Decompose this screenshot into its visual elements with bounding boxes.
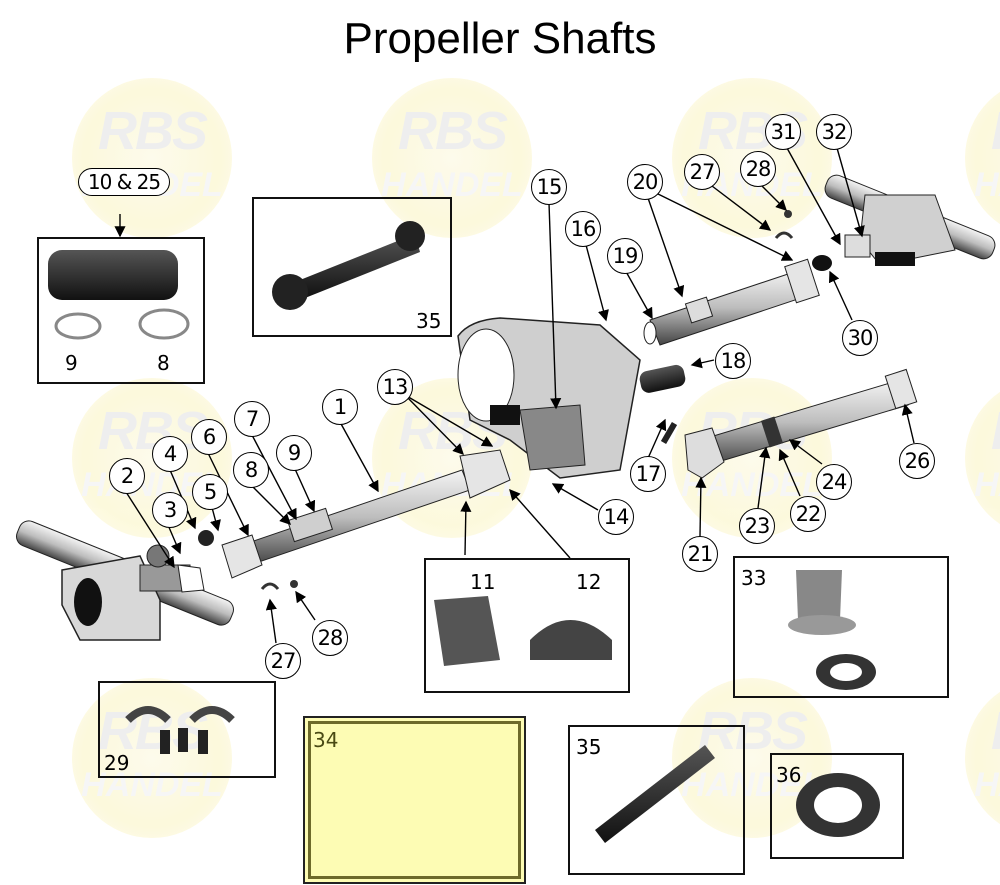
callout-6[interactable]: 6 — [191, 419, 227, 455]
callout-26[interactable]: 26 — [899, 443, 935, 479]
callout-30[interactable]: 30 — [842, 320, 878, 356]
part-label-29: 29 — [104, 751, 130, 775]
transfer-case-drawing — [457, 317, 641, 479]
callout-15[interactable]: 15 — [531, 169, 567, 205]
callout-1[interactable]: 1 — [322, 389, 358, 425]
callout-9[interactable]: 9 — [276, 435, 312, 471]
boot-kit-box[interactable]: 9 8 — [37, 237, 205, 384]
callout-20[interactable]: 20 — [627, 164, 663, 200]
callout-22[interactable]: 22 — [790, 496, 826, 532]
callout-28-rear[interactable]: 28 — [740, 151, 776, 187]
part-label-11: 11 — [470, 570, 496, 594]
callout-17[interactable]: 17 — [630, 456, 666, 492]
callout-2[interactable]: 2 — [109, 458, 145, 494]
part-label-9: 9 — [65, 351, 78, 375]
callout-32[interactable]: 32 — [816, 114, 852, 150]
callout-4[interactable]: 4 — [152, 436, 188, 472]
part-label-35: 35 — [416, 309, 442, 333]
callout-13[interactable]: 13 — [377, 369, 413, 405]
callout-3[interactable]: 3 — [152, 492, 188, 528]
rear-axle-drawing — [824, 174, 996, 266]
callout-21[interactable]: 21 — [682, 536, 718, 572]
front-propeller-shaft-drawing — [198, 449, 511, 579]
callout-27-rear[interactable]: 27 — [684, 154, 720, 190]
part-label-33: 33 — [741, 566, 767, 590]
callout-14[interactable]: 14 — [598, 499, 634, 535]
part-label-35: 35 — [576, 735, 602, 759]
rear-propeller-shaft-drawing — [643, 255, 832, 346]
callout-5[interactable]: 5 — [192, 474, 228, 510]
callout-16[interactable]: 16 — [565, 211, 601, 247]
rear-shaft-lower-drawing — [660, 368, 918, 479]
callout-23[interactable]: 23 — [739, 508, 775, 544]
yoke-kit-33-box[interactable]: 33 — [733, 556, 949, 698]
box-inner-frame — [308, 721, 521, 879]
rubber-boot-drawing — [639, 364, 686, 393]
part-label-36: 36 — [776, 763, 802, 787]
callout-18[interactable]: 18 — [715, 343, 751, 379]
part-label-34: 34 — [313, 728, 339, 752]
seal-36-box[interactable]: 36 — [770, 753, 904, 859]
yokes-11-12-box[interactable]: 11 12 — [424, 558, 630, 693]
callout-7[interactable]: 7 — [234, 401, 270, 437]
callout-24[interactable]: 24 — [816, 464, 852, 500]
callout-10-25[interactable]: 10 & 25 — [78, 168, 170, 196]
callout-31[interactable]: 31 — [765, 114, 801, 150]
part-label-8: 8 — [157, 351, 170, 375]
shaft-35-top-box[interactable]: 35 — [252, 197, 452, 337]
part-label-12: 12 — [576, 570, 602, 594]
callout-28-front[interactable]: 28 — [312, 620, 348, 656]
page-title: Propeller Shafts — [343, 14, 657, 63]
strap-kit-29-box[interactable]: 29 — [98, 681, 276, 778]
callout-8[interactable]: 8 — [233, 452, 269, 488]
shaft-35-bottom-box[interactable]: 35 — [568, 725, 745, 875]
front-axle-drawing — [16, 520, 234, 641]
callout-27-front[interactable]: 27 — [265, 643, 301, 679]
callout-19[interactable]: 19 — [607, 238, 643, 274]
repair-kit-34-box[interactable]: 34 — [303, 716, 526, 884]
